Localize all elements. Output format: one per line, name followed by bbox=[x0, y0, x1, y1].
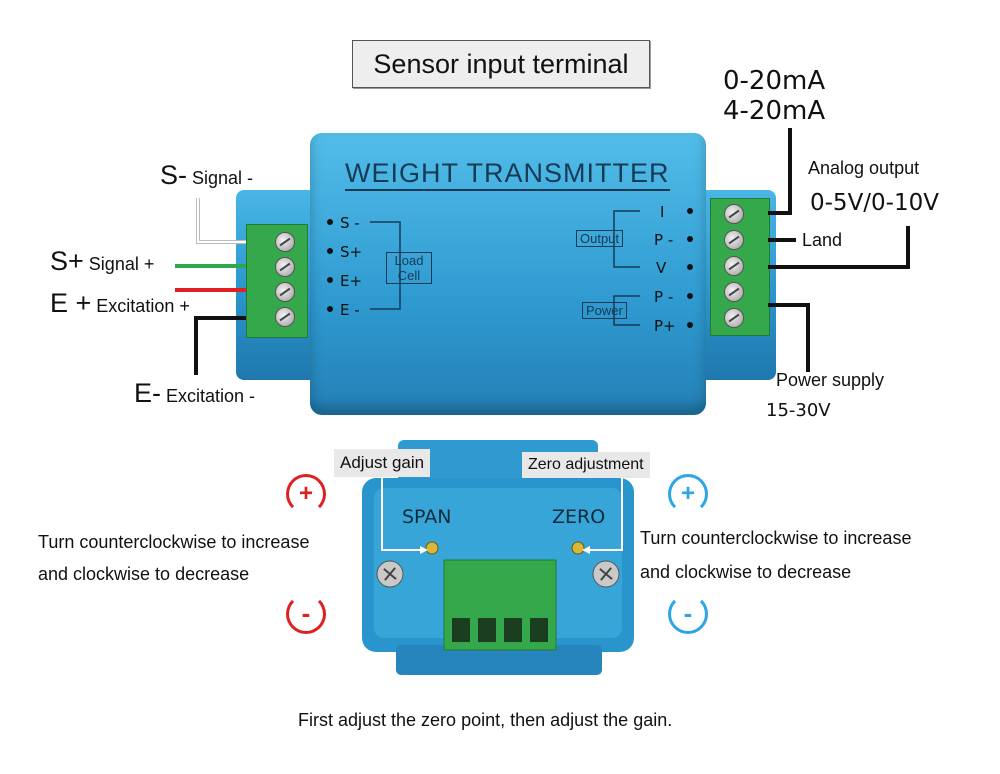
pin-label: V bbox=[656, 259, 667, 277]
screw-icon bbox=[275, 307, 295, 327]
minus-symbol: - bbox=[301, 598, 311, 628]
pin-label: S+ bbox=[340, 243, 363, 261]
device-name: WEIGHT TRANSMITTER bbox=[345, 158, 670, 191]
left-instruction-1: Turn counterclockwise to increase bbox=[38, 532, 310, 552]
analog-output-label: Analog output bbox=[808, 158, 920, 178]
pin-label: P - bbox=[654, 231, 674, 249]
right-instruction-1: Turn counterclockwise to increase bbox=[640, 528, 912, 548]
screw-icon bbox=[275, 232, 295, 252]
s-minus-label: S- Signal - bbox=[160, 160, 253, 191]
output-label: Output bbox=[576, 230, 624, 247]
current-range-1: 0-20mA bbox=[723, 66, 826, 96]
decrease-red-icon: - bbox=[286, 594, 326, 634]
screw-icon bbox=[724, 282, 744, 302]
e-minus-text: Excitation - bbox=[166, 386, 256, 406]
e-minus-label: E- Excitation - bbox=[134, 378, 255, 409]
s-minus-prefix: S- bbox=[160, 160, 187, 190]
s-minus-text: Signal - bbox=[192, 168, 254, 188]
load-cell-label: Load Cell bbox=[386, 252, 432, 284]
screw-icon bbox=[275, 257, 295, 277]
land-label: Land bbox=[802, 230, 843, 250]
power-supply-label: Power supply bbox=[776, 370, 885, 390]
increase-blue-icon: + bbox=[668, 474, 708, 514]
footer-note: First adjust the zero point, then adjust… bbox=[298, 710, 673, 730]
e-plus-label: E + Excitation + bbox=[50, 288, 190, 319]
pin-label: P+ bbox=[654, 317, 676, 335]
span-label: SPAN bbox=[402, 506, 452, 528]
s-plus-prefix: S+ bbox=[50, 246, 84, 276]
pin-label: S - bbox=[340, 214, 360, 232]
screw-icon bbox=[275, 282, 295, 302]
screw-icon bbox=[724, 204, 744, 224]
current-range-2: 4-20mA bbox=[723, 96, 826, 126]
transmitter-body bbox=[310, 133, 706, 415]
increase-red-icon: + bbox=[286, 474, 326, 514]
page-title: Sensor input terminal bbox=[352, 40, 650, 88]
plus-symbol: + bbox=[298, 480, 313, 507]
minus-symbol: - bbox=[683, 598, 693, 628]
gain-callout: Adjust gain bbox=[334, 449, 431, 477]
zero-callout: Zero adjustment bbox=[522, 452, 650, 478]
e-plus-prefix: E + bbox=[50, 288, 92, 318]
pin-label: E+ bbox=[340, 272, 363, 290]
right-instruction-2: and clockwise to decrease bbox=[640, 562, 852, 582]
e-minus-prefix: E- bbox=[134, 378, 161, 408]
s-plus-text: Signal + bbox=[88, 254, 155, 274]
pin-label: I bbox=[660, 203, 665, 221]
zero-label: ZERO bbox=[552, 506, 606, 528]
pin-label: E - bbox=[340, 301, 360, 319]
voltage-range: 0-5V/0-10V bbox=[810, 190, 939, 216]
left-instruction-2: and clockwise to decrease bbox=[38, 564, 250, 584]
screw-icon bbox=[724, 308, 744, 328]
plus-symbol: + bbox=[680, 480, 695, 507]
screw-icon bbox=[724, 230, 744, 250]
s-plus-label: S+ Signal + bbox=[50, 246, 154, 277]
pin-label: P - bbox=[654, 288, 674, 306]
e-plus-text: Excitation + bbox=[96, 296, 190, 316]
decrease-blue-icon: - bbox=[668, 594, 708, 634]
power-range: 15-30V bbox=[766, 400, 831, 421]
screw-icon bbox=[724, 256, 744, 276]
